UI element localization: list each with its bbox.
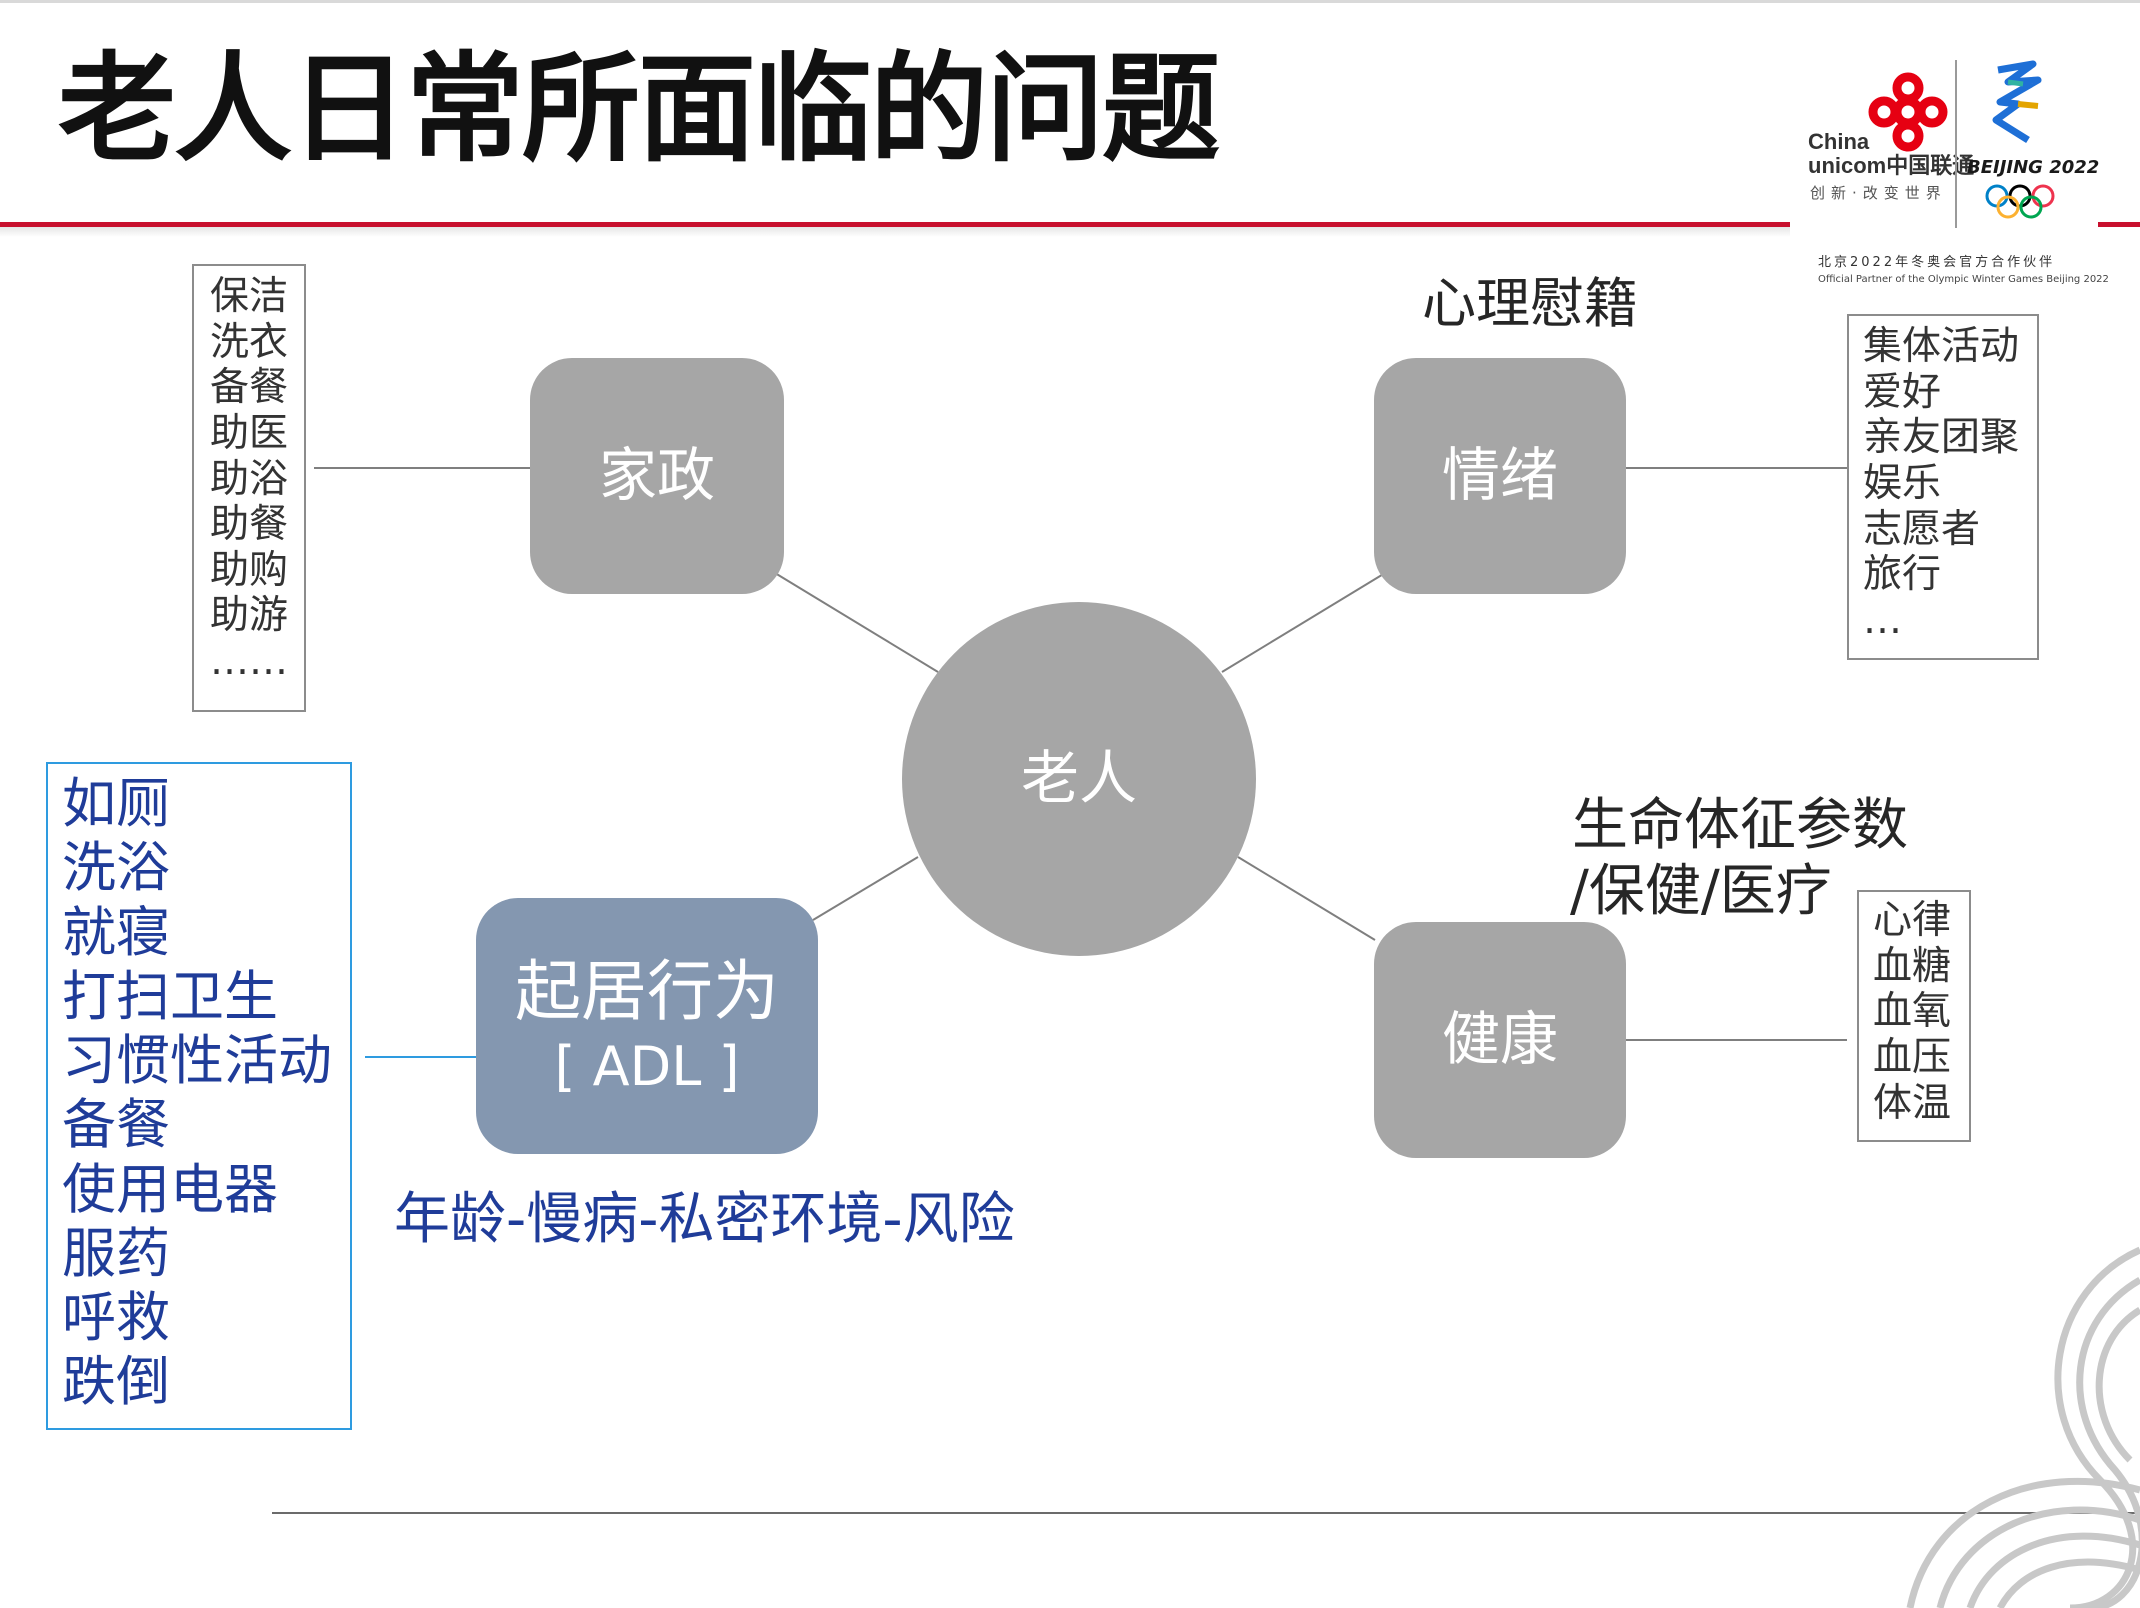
list-item: 旅行	[1863, 552, 1942, 598]
list-item: 血糖	[1873, 943, 1952, 989]
list-item: 助游	[210, 593, 289, 639]
adl-caption: 年龄-慢病-私密环境-风险	[394, 1187, 1015, 1252]
list-item: 助购	[210, 547, 289, 593]
list-item: 习惯性活动	[62, 1029, 332, 1092]
list-item: 洗衣	[210, 319, 289, 365]
title-shadow	[0, 227, 1790, 237]
beijing-2022-wordmark: BEIJING 2022	[1967, 157, 2100, 178]
emotion-caption: 心理慰籍	[1422, 272, 1638, 335]
list-item: 体温	[1873, 1080, 1952, 1126]
list-item: 助浴	[210, 456, 289, 502]
node-emotion: 情绪	[1374, 358, 1626, 594]
list-item: 备餐	[62, 1093, 170, 1157]
title-underline	[0, 222, 1790, 227]
olympic-rings-icon	[1985, 184, 2055, 219]
list-item: 助医	[210, 410, 289, 456]
node-health-label: 健康	[1441, 1005, 1558, 1074]
node-adl-label: 起居行为	[515, 953, 779, 1030]
list-item: …	[1863, 597, 1902, 643]
health-caption-line1: 生命体征参数	[1572, 793, 1908, 858]
china-unicom-wordmark: China unicom中国联通	[1808, 129, 1975, 179]
node-adl-sublabel: [ ADL ]	[554, 1035, 740, 1099]
list-item: 就寝	[62, 900, 170, 964]
title-underline-right	[2098, 222, 2140, 227]
list-item: 打扫卫生	[62, 964, 278, 1028]
list-item: 志愿者	[1863, 506, 1981, 552]
node-health: 健康	[1374, 922, 1626, 1158]
page-title: 老人日常所面临的问题	[58, 40, 1220, 178]
list-adl: 如厕洗浴就寝打扫卫生习惯性活动备餐使用电器服药呼救跌倒	[46, 762, 352, 1430]
partner-text-cn: 北京2022年冬奥会官方合作伙伴	[1818, 255, 2056, 270]
ribbon-decoration-icon	[1906, 1246, 2140, 1608]
partner-text-en: Official Partner of the Olympic Winter G…	[1818, 274, 2109, 285]
list-item: ……	[210, 639, 288, 684]
list-item: 使用电器	[62, 1157, 278, 1221]
list-item: 备餐	[210, 365, 289, 411]
list-item: 跌倒	[62, 1350, 170, 1414]
list-item: 心律	[1873, 898, 1952, 943]
list-item: 呼救	[62, 1286, 170, 1349]
line-center-emotion	[1221, 569, 1391, 673]
list-item: 娱乐	[1863, 460, 1942, 506]
node-adl: 起居行为 [ ADL ]	[476, 898, 818, 1154]
list-item: 如厕	[62, 772, 170, 835]
node-center: 老人	[902, 602, 1256, 956]
bottom-divider	[272, 1512, 2140, 1514]
list-item: 助餐	[210, 502, 289, 548]
line-center-housekeeping	[774, 572, 939, 673]
logo-divider	[1955, 60, 1957, 228]
top-border	[0, 0, 2140, 3]
list-item: 洗浴	[62, 836, 170, 900]
node-emotion-label: 情绪	[1441, 441, 1558, 510]
line-center-health	[1237, 856, 1376, 941]
node-center-label: 老人	[1020, 744, 1137, 813]
list-item: 集体活动	[1863, 324, 2020, 369]
list-item: 血氧	[1873, 989, 1952, 1035]
list-health: 心律血糖血氧血压体温	[1857, 890, 1971, 1142]
china-unicom-knot-icon	[1868, 72, 1948, 152]
line-center-adl	[812, 856, 919, 921]
list-item: 保洁	[210, 274, 289, 319]
node-housekeeping: 家政	[530, 358, 784, 594]
health-caption-line2: /保健/医疗	[1570, 859, 1832, 924]
cu-line2: unicom中国联通	[1808, 153, 1975, 179]
cu-slogan: 创新·改变世界	[1810, 184, 1947, 202]
list-item: 血压	[1873, 1034, 1952, 1080]
beijing-2022-emblem-icon	[1992, 60, 2042, 143]
list-item: 服药	[62, 1221, 170, 1285]
list-item: 爱好	[1863, 369, 1942, 415]
list-emotion: 集体活动爱好亲友团聚娱乐志愿者旅行…	[1847, 314, 2039, 660]
list-housekeeping: 保洁洗衣备餐助医助浴助餐助购助游……	[192, 264, 306, 712]
node-housekeeping-label: 家政	[598, 441, 715, 510]
list-item: 亲友团聚	[1863, 415, 2020, 461]
cu-line1: China	[1808, 129, 1870, 154]
